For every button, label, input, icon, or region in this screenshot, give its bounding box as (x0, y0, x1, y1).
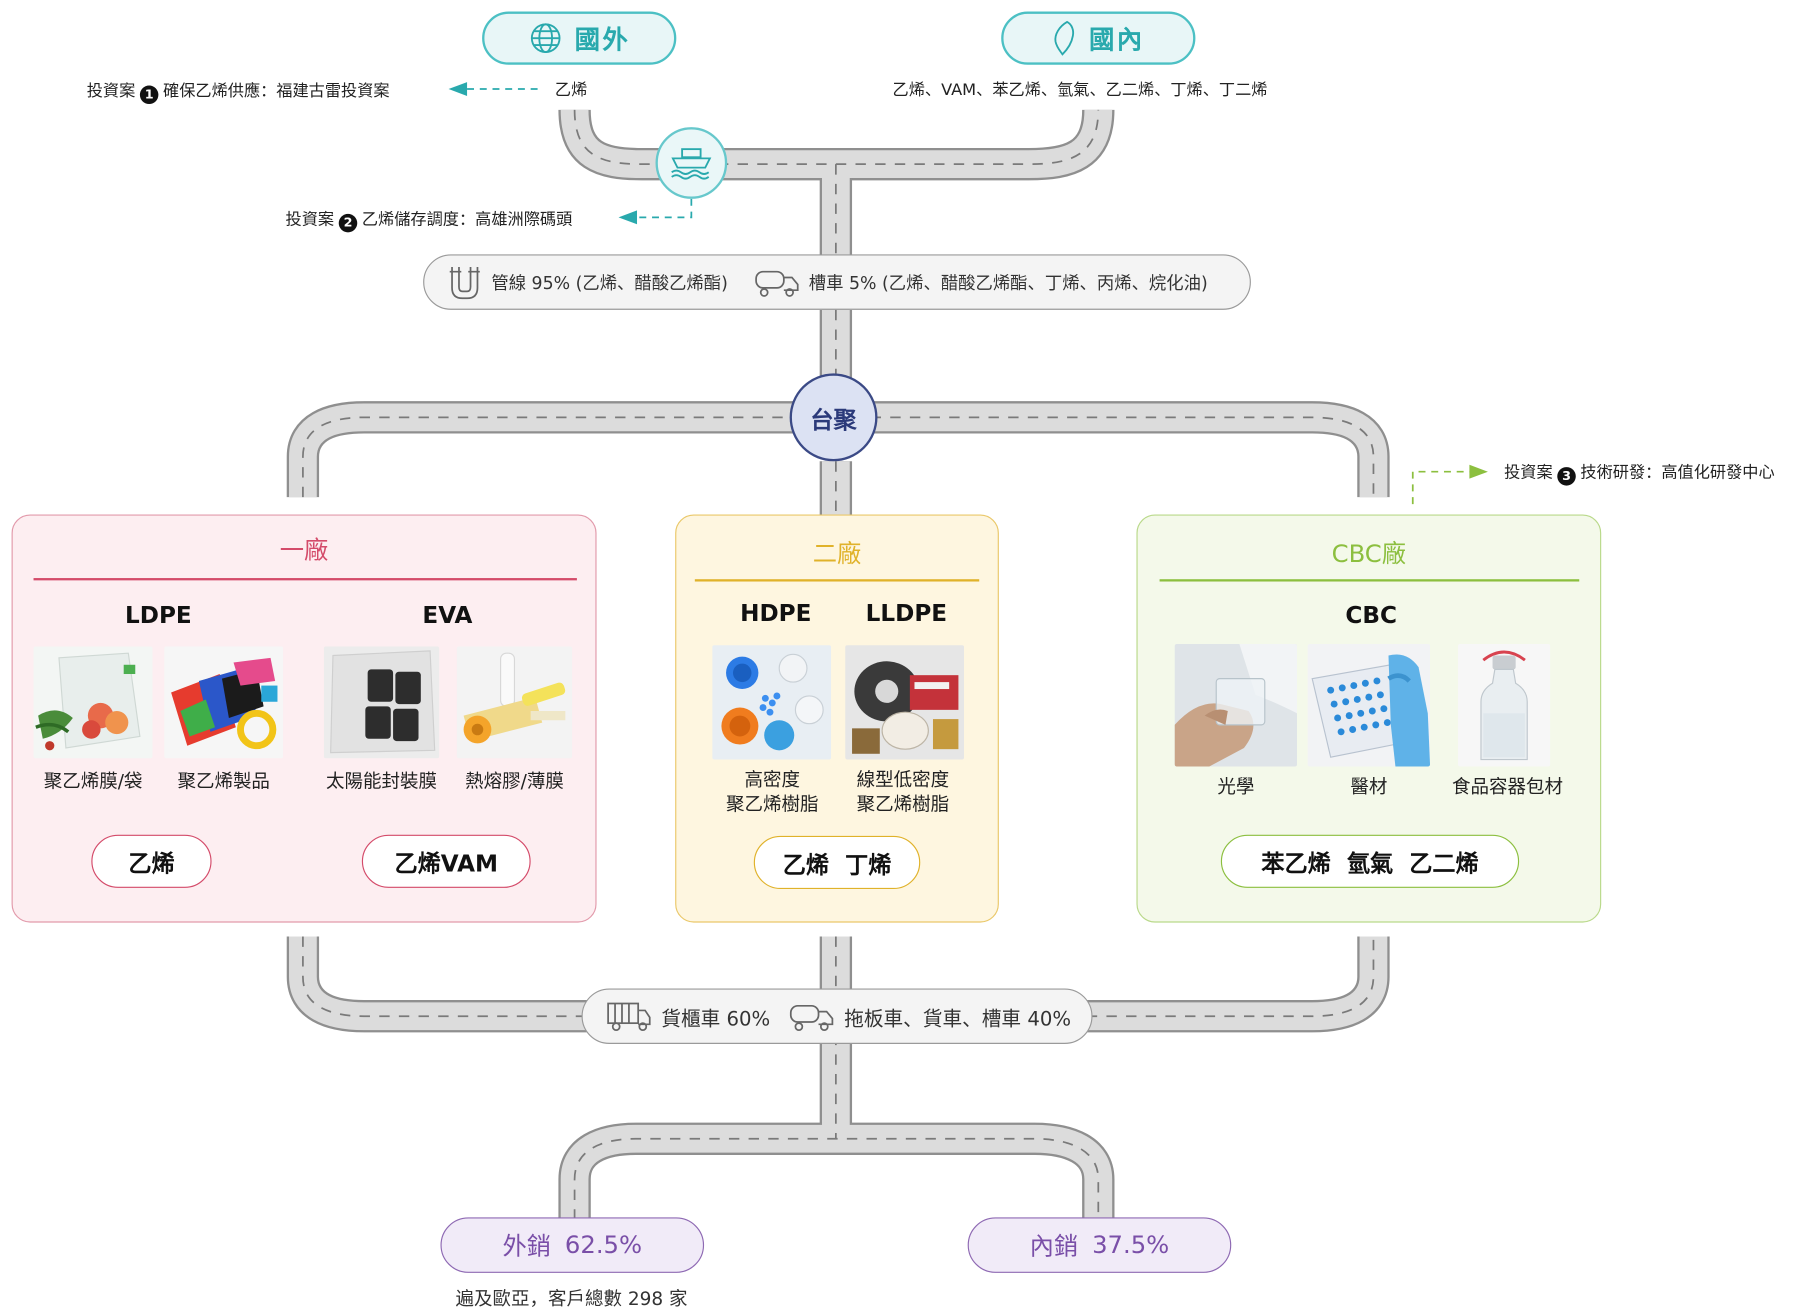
plant-1-chemical-ethylene-vam: 乙烯VAM (361, 834, 531, 888)
pipeline-icon (449, 267, 480, 300)
medical-photo (1307, 643, 1431, 767)
food-container-photo (1457, 643, 1551, 767)
container-truck-label: 貨櫃車 60% (661, 1007, 771, 1031)
investment-3-prefix: 投資案 (1504, 463, 1553, 483)
plant-cbc-divider (1159, 579, 1580, 581)
outbound-transport-bar: 貨櫃車 60% 拖板車、貨車、槽車 40% (581, 988, 1093, 1044)
plant-1-chemical-ethylene-vam-label: 乙烯VAM (394, 849, 498, 877)
product-ldpe: LDPE (125, 601, 192, 629)
export-label: 外銷 (502, 1232, 552, 1261)
product-cbc: CBC (1345, 601, 1397, 629)
ship-badge (655, 127, 728, 199)
hub-node: 台聚 (789, 373, 878, 462)
domestic-products: 乙烯、VAM、苯乙烯、氫氣、乙二烯、丁烯、丁二烯 (892, 80, 1268, 100)
export-sales: 外銷 62.5% (440, 1217, 705, 1273)
investment-1-text: 確保乙烯供應：福建古雷投資案 (163, 82, 390, 101)
caption-film-bag: 聚乙烯膜/袋 (43, 769, 143, 792)
caption-lldpe: 線型低密度 聚乙烯樹脂 (823, 768, 983, 817)
ship-icon (671, 148, 712, 180)
investment-2-arrow (618, 198, 693, 225)
caption-food-container: 食品容器包材 (1452, 775, 1564, 798)
caption-lldpe-line-1: 線型低密度 (856, 768, 950, 791)
plant-1-chemical-ethylene-label: 乙烯 (128, 849, 175, 877)
product-eva: EVA (422, 601, 473, 629)
export-value: 62.5% (564, 1231, 643, 1260)
plant-1-chemical-ethylene: 乙烯 (91, 834, 212, 888)
domestic-sales: 內銷 37.5% (967, 1217, 1232, 1273)
caption-pe-products: 聚乙烯製品 (177, 769, 270, 792)
product-hdpe: HDPE (740, 598, 812, 627)
plant-2-chemicals: 乙烯 丁烯 (753, 835, 921, 890)
plant-cbc-title: CBC廠 (1331, 539, 1407, 568)
investment-3-number: 3 (1557, 466, 1576, 485)
investment-2-text: 乙烯儲存調度：高雄洲際碼頭 (361, 210, 573, 229)
investment-1-number: 1 (139, 84, 159, 104)
plant-2-card: 二廠 HDPE LLDPE 高密度 (675, 514, 999, 923)
source-foreign-label: 國外 (574, 26, 631, 56)
caption-hdpe: 高密度 聚乙烯樹脂 (693, 768, 853, 817)
plant-1-divider (33, 578, 577, 580)
taiwan-map-icon (1054, 20, 1075, 56)
domestic-sales-label: 內銷 (1029, 1232, 1079, 1261)
hot-melt-photo (456, 646, 573, 759)
caption-lldpe-line-2: 聚乙烯樹脂 (856, 793, 950, 816)
investment-1-prefix: 投資案 (86, 82, 136, 101)
inbound-transport-bar: 管線 95% (乙烯、醋酸乙烯酯) 槽車 5% (乙烯、醋酸乙烯酯、丁烯、丙烯、… (423, 254, 1251, 310)
caption-hot-melt: 熱熔膠/薄膜 (465, 769, 564, 792)
optical-photo (1174, 643, 1298, 767)
container-truck-icon (607, 1002, 651, 1031)
product-lldpe: LLDPE (865, 598, 948, 627)
investment-2-number: 2 (338, 213, 358, 232)
other-trucks-label: 拖板車、貨車、槽車 40% (844, 1007, 1072, 1031)
investment-3-arrow (1411, 464, 1488, 505)
caption-optical: 光學 (1217, 775, 1255, 798)
investment-3-text: 技術研發：高值化研發中心 (1580, 463, 1775, 483)
export-note: 遍及歐亞，客戶總數 298 家 (455, 1287, 688, 1310)
plant-1-card: 一廠 LDPE EVA (11, 514, 597, 923)
hub-label: 台聚 (810, 405, 857, 433)
source-domestic-label: 國內 (1089, 26, 1145, 56)
plant-2-title: 二廠 (812, 539, 862, 568)
caption-hdpe-line-1: 高密度 (744, 768, 801, 791)
caption-solar-film: 太陽能封裝膜 (326, 769, 438, 792)
solar-film-photo (323, 646, 440, 759)
source-domestic: 國內 (1001, 11, 1196, 65)
hdpe-photo (712, 645, 832, 760)
globe-icon (530, 23, 561, 53)
foreign-products: 乙烯 (554, 80, 588, 100)
pipeline-label: 管線 95% (乙烯、醋酸乙烯酯) (491, 272, 728, 294)
plant-cbc-chemicals: 苯乙烯 氫氣 乙二烯 (1220, 834, 1520, 888)
investment-1-arrow (448, 82, 538, 96)
domestic-sales-value: 37.5% (1092, 1231, 1170, 1260)
caption-medical: 醫材 (1350, 775, 1388, 798)
plant-cbc-card: CBC廠 CBC (1136, 514, 1602, 923)
source-foreign: 國外 (482, 11, 677, 65)
tanker-label: 槽車 5% (乙烯、醋酸乙烯酯、丁烯、丙烯、烷化油) (808, 272, 1208, 294)
film-bag-photo (33, 646, 153, 759)
investment-2-prefix: 投資案 (285, 210, 335, 229)
tanker-truck-icon (790, 1004, 834, 1031)
caption-hdpe-line-2: 聚乙烯樹脂 (726, 793, 819, 816)
plant-1-title: 一廠 (279, 536, 329, 565)
pe-products-photo (164, 646, 284, 759)
lldpe-photo (845, 645, 965, 760)
tanker-truck-icon (754, 270, 799, 297)
plant-2-divider (694, 579, 980, 581)
